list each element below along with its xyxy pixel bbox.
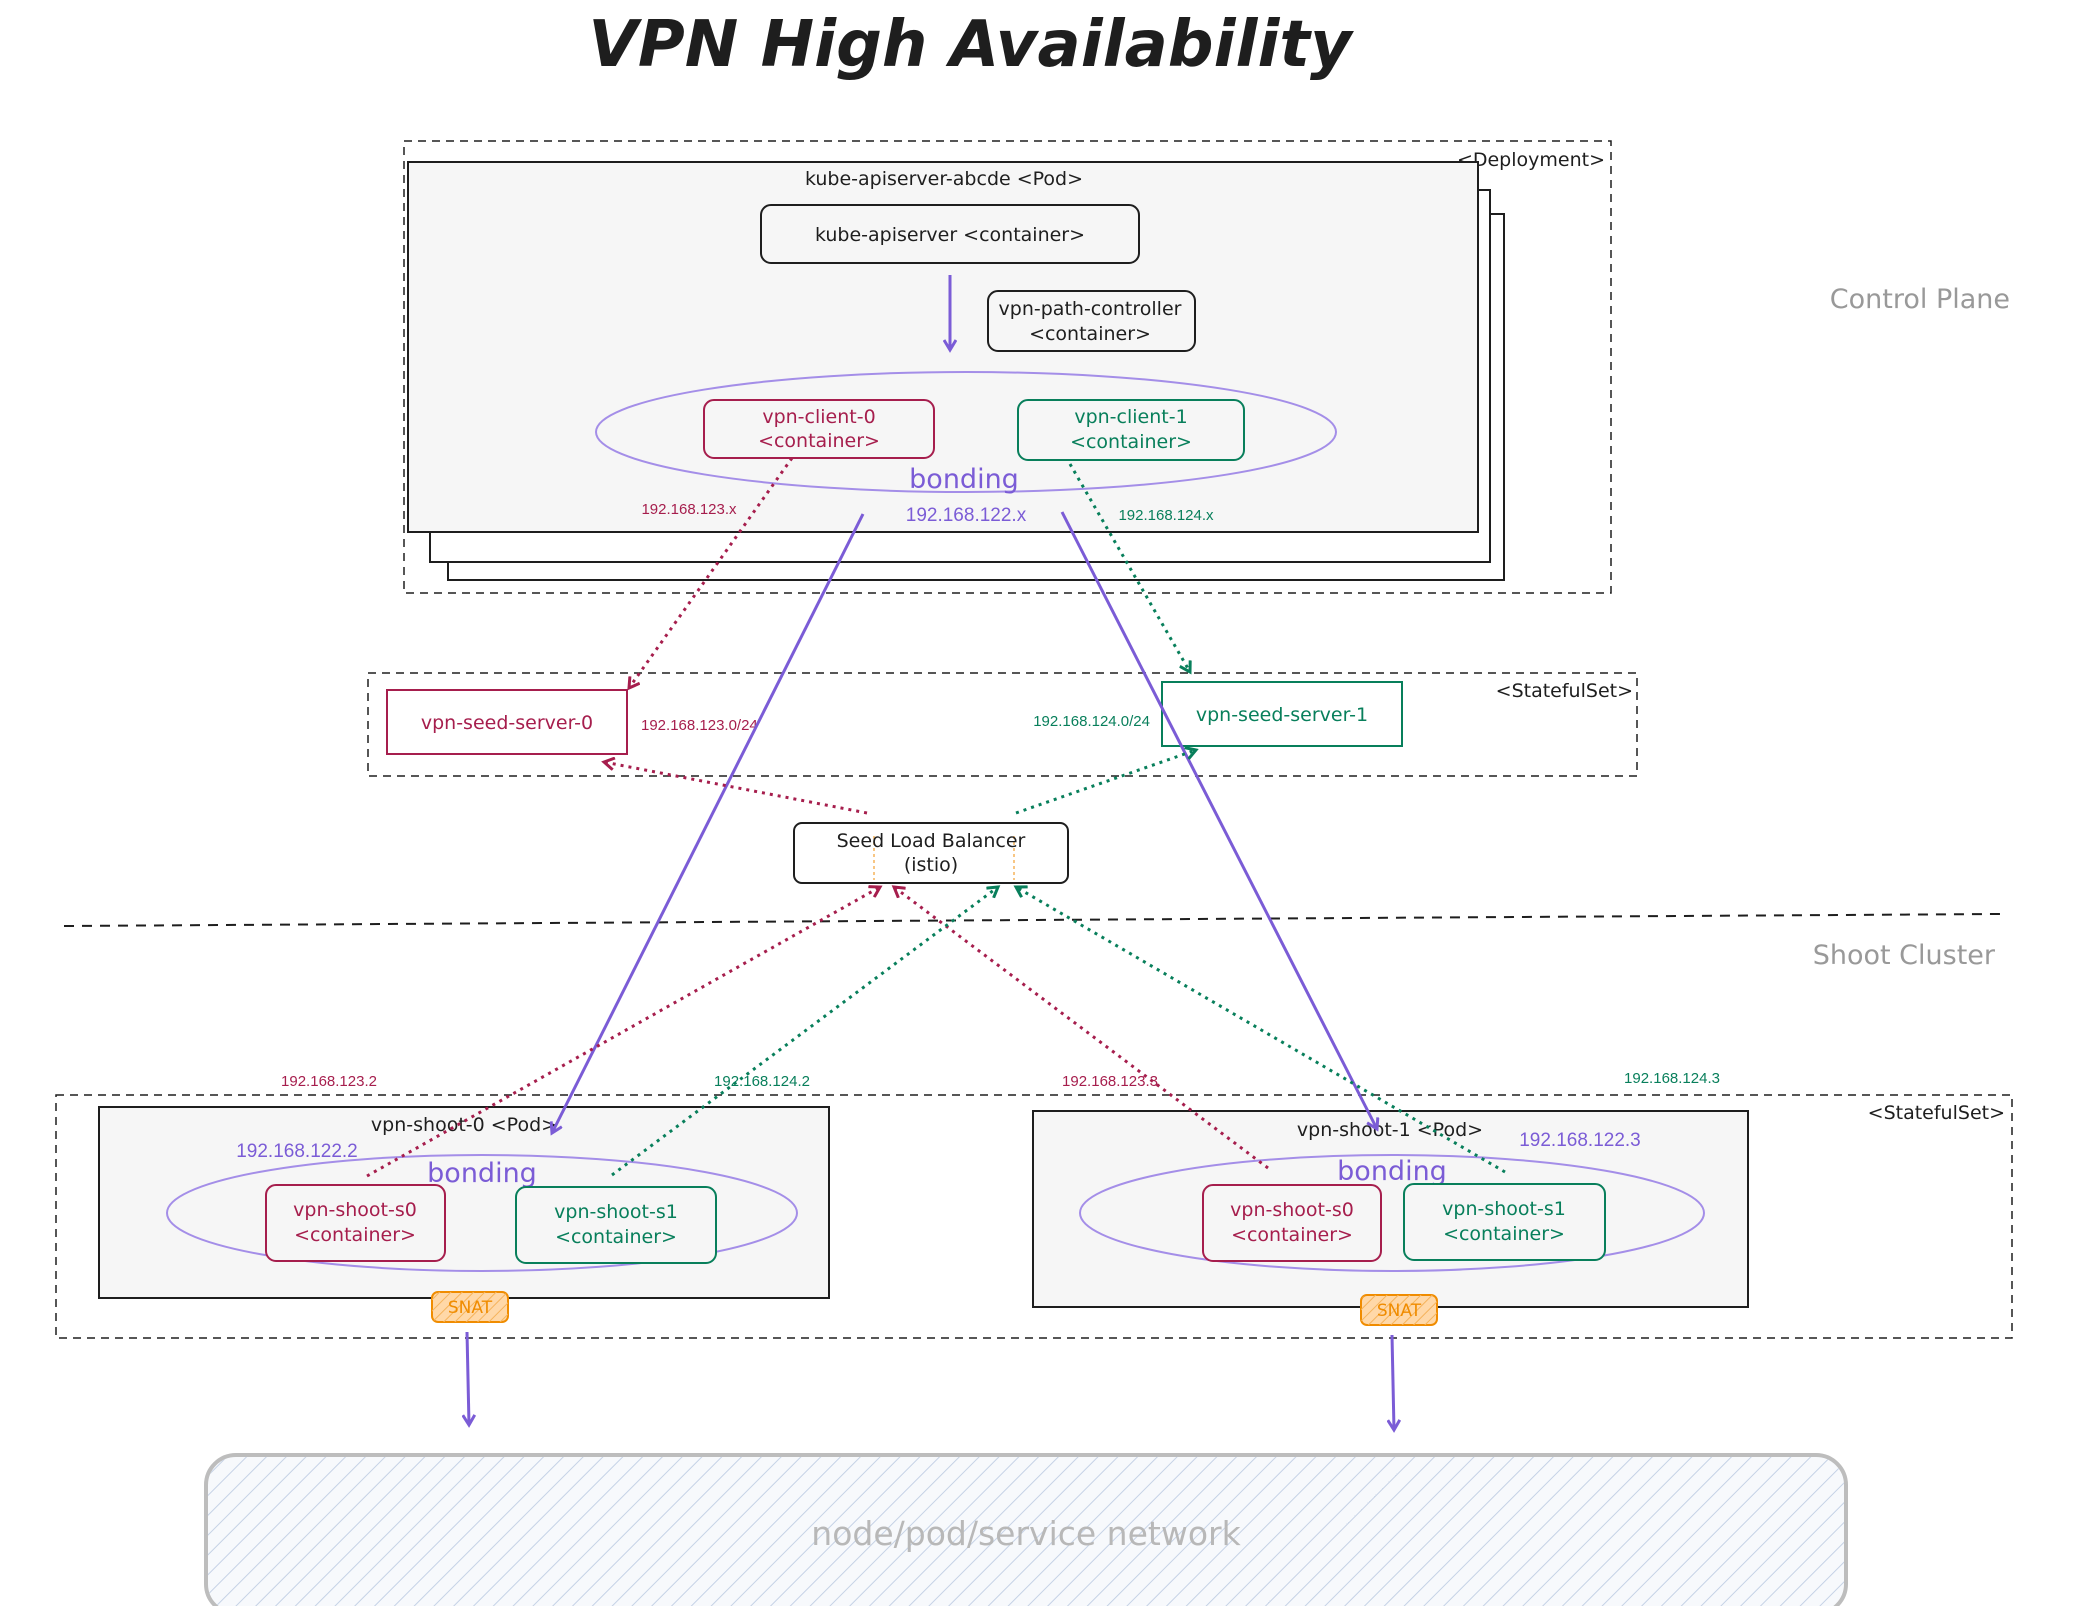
vpn-client-0-container bbox=[703, 399, 935, 459]
deployment-stereotype: <Deployment> bbox=[1457, 149, 1605, 171]
vpn-shoot-1-pod-label: vpn-shoot-1 <Pod> bbox=[1297, 1119, 1483, 1141]
vpn-shoot-1-bonding-label: bonding bbox=[1337, 1156, 1447, 1187]
vpn-path-controller-label-line2: <container> bbox=[1029, 323, 1151, 345]
shoot-1-s0-to-lb-path bbox=[894, 887, 1269, 1170]
vpn-shoot-1-s0-label-line1: vpn-shoot-s0 bbox=[1230, 1199, 1354, 1221]
vpn-shoot-0-s0-label-line2: <container> bbox=[294, 1224, 416, 1246]
vpn-client-0-ip: 192.168.123.x bbox=[641, 501, 737, 518]
vpn-client-0-label-line1: vpn-client-0 bbox=[762, 406, 875, 428]
vpn-shoot-0-s1-label-line2: <container> bbox=[555, 1226, 677, 1248]
vpn-shoot-0-s0-container bbox=[265, 1184, 446, 1262]
vpn-shoot-0-snat-label: SNAT bbox=[448, 1298, 493, 1318]
vpn-shoot-1-s1-label-line1: vpn-shoot-s1 bbox=[1442, 1198, 1566, 1220]
lb-to-seed-server-1-path bbox=[1015, 750, 1196, 815]
seed-statefulset-stereotype: <StatefulSet> bbox=[1496, 680, 1633, 702]
vpn-seed-server-0-label: vpn-seed-server-0 bbox=[421, 712, 593, 734]
seed-load-balancer-label-line2: (istio) bbox=[904, 854, 958, 876]
shoot-statefulset-boundary bbox=[55, 1094, 2013, 1339]
kube-apiserver-pod-label: kube-apiserver-abcde <Pod> bbox=[805, 168, 1083, 190]
vpn-shoot-0-s1-label-line1: vpn-shoot-s1 bbox=[554, 1201, 678, 1223]
seed-load-balancer bbox=[793, 822, 1069, 884]
vpn-seed-server-1-net: 192.168.124.0/24 bbox=[1033, 713, 1150, 730]
vpn-client-0-label-line2: <container> bbox=[758, 430, 880, 452]
vpn-path-controller-container bbox=[987, 290, 1196, 352]
vpn-seed-server-1-label: vpn-seed-server-1 bbox=[1196, 704, 1368, 726]
client-1-to-seed-server-1-path bbox=[1068, 463, 1190, 672]
shoot-statefulset-stereotype: <StatefulSet> bbox=[1868, 1102, 2005, 1124]
vpn-shoot-0-s1-ip: 192.168.124.2 bbox=[714, 1073, 810, 1090]
vpn-shoot-0-bonding-label: bonding bbox=[427, 1158, 537, 1189]
vpn-shoot-0-s0-label-line1: vpn-shoot-s0 bbox=[293, 1199, 417, 1221]
vpn-shoot-0-bonding-ring bbox=[166, 1154, 798, 1272]
network-hatch bbox=[208, 1457, 1844, 1606]
vpn-shoot-0-bond-ip: 192.168.122.2 bbox=[236, 1141, 358, 1162]
seed-statefulset-boundary bbox=[367, 672, 1638, 777]
vpn-shoot-1-s1-container bbox=[1403, 1183, 1606, 1261]
kube-apiserver-container bbox=[760, 204, 1140, 264]
vpn-seed-server-1 bbox=[1161, 681, 1403, 747]
snat-1-to-network-arrow bbox=[1392, 1334, 1394, 1430]
vpn-shoot-1-s0-ip: 192.168.123.3 bbox=[1062, 1073, 1158, 1090]
zone-divider bbox=[63, 913, 2001, 927]
seed-load-balancer-label-line1: Seed Load Balancer bbox=[837, 830, 1026, 852]
diagram-title: VPN High Availability bbox=[588, 8, 1354, 82]
deployment-boundary bbox=[403, 140, 1612, 594]
vpn-client-1-label-line1: vpn-client-1 bbox=[1074, 406, 1187, 428]
shoot-1-s1-to-lb-path bbox=[1016, 887, 1506, 1174]
vpn-client-1-ip: 192.168.124.x bbox=[1118, 507, 1214, 524]
vpn-shoot-0-s1-container bbox=[515, 1186, 717, 1264]
vpn-shoot-1-s0-label-line2: <container> bbox=[1231, 1224, 1353, 1246]
shoot-0-s1-to-lb-path bbox=[611, 887, 998, 1177]
vpn-client-1-container bbox=[1017, 399, 1245, 461]
vpn-path-controller-label-line1: vpn-path-controller bbox=[999, 298, 1182, 320]
vpn-shoot-1-pod bbox=[1032, 1110, 1749, 1308]
vpn-shoot-1-snat-label: SNAT bbox=[1377, 1301, 1422, 1321]
vpn-shoot-1-bond-ip: 192.168.122.3 bbox=[1519, 1130, 1641, 1151]
zone-label-shoot-cluster: Shoot Cluster bbox=[1813, 940, 1996, 971]
vpn-shoot-1-s1-label-line2: <container> bbox=[1443, 1223, 1565, 1245]
vpn-shoot-0-pod-label: vpn-shoot-0 <Pod> bbox=[371, 1114, 557, 1136]
zone-label-control-plane: Control Plane bbox=[1830, 284, 2010, 315]
apiserver-bonding-label: bonding bbox=[909, 464, 1019, 495]
vpn-shoot-0-snat-hatch bbox=[432, 1292, 508, 1322]
bonding-to-shoot-0-tunnel bbox=[552, 513, 865, 1133]
shoot-0-s0-to-lb-path bbox=[366, 887, 880, 1178]
snat-0-to-network-arrow bbox=[467, 1331, 469, 1425]
apiserver-bond-ip: 192.168.122.x bbox=[906, 505, 1027, 526]
vpn-shoot-1-s1-ip: 192.168.124.3 bbox=[1624, 1070, 1720, 1087]
vpn-seed-server-0-net: 192.168.123.0/24 bbox=[641, 717, 758, 734]
vpn-shoot-0-s0-ip: 192.168.123.2 bbox=[281, 1073, 377, 1090]
bonding-to-shoot-1-tunnel bbox=[1060, 511, 1377, 1129]
vpn-shoot-1-bonding-ring bbox=[1079, 1154, 1705, 1272]
kube-apiserver-container-label: kube-apiserver <container> bbox=[815, 224, 1085, 246]
apiserver-bonding-ellipse bbox=[595, 371, 1337, 493]
network-label: node/pod/service network bbox=[811, 1514, 1241, 1553]
client-0-to-seed-server-0-path bbox=[629, 457, 794, 688]
vpn-client-1-label-line2: <container> bbox=[1070, 431, 1192, 453]
vpn-shoot-1-snat-hatch bbox=[1361, 1295, 1437, 1325]
vpn-seed-server-0 bbox=[386, 689, 628, 755]
vpn-shoot-1-s0-container bbox=[1202, 1184, 1382, 1262]
